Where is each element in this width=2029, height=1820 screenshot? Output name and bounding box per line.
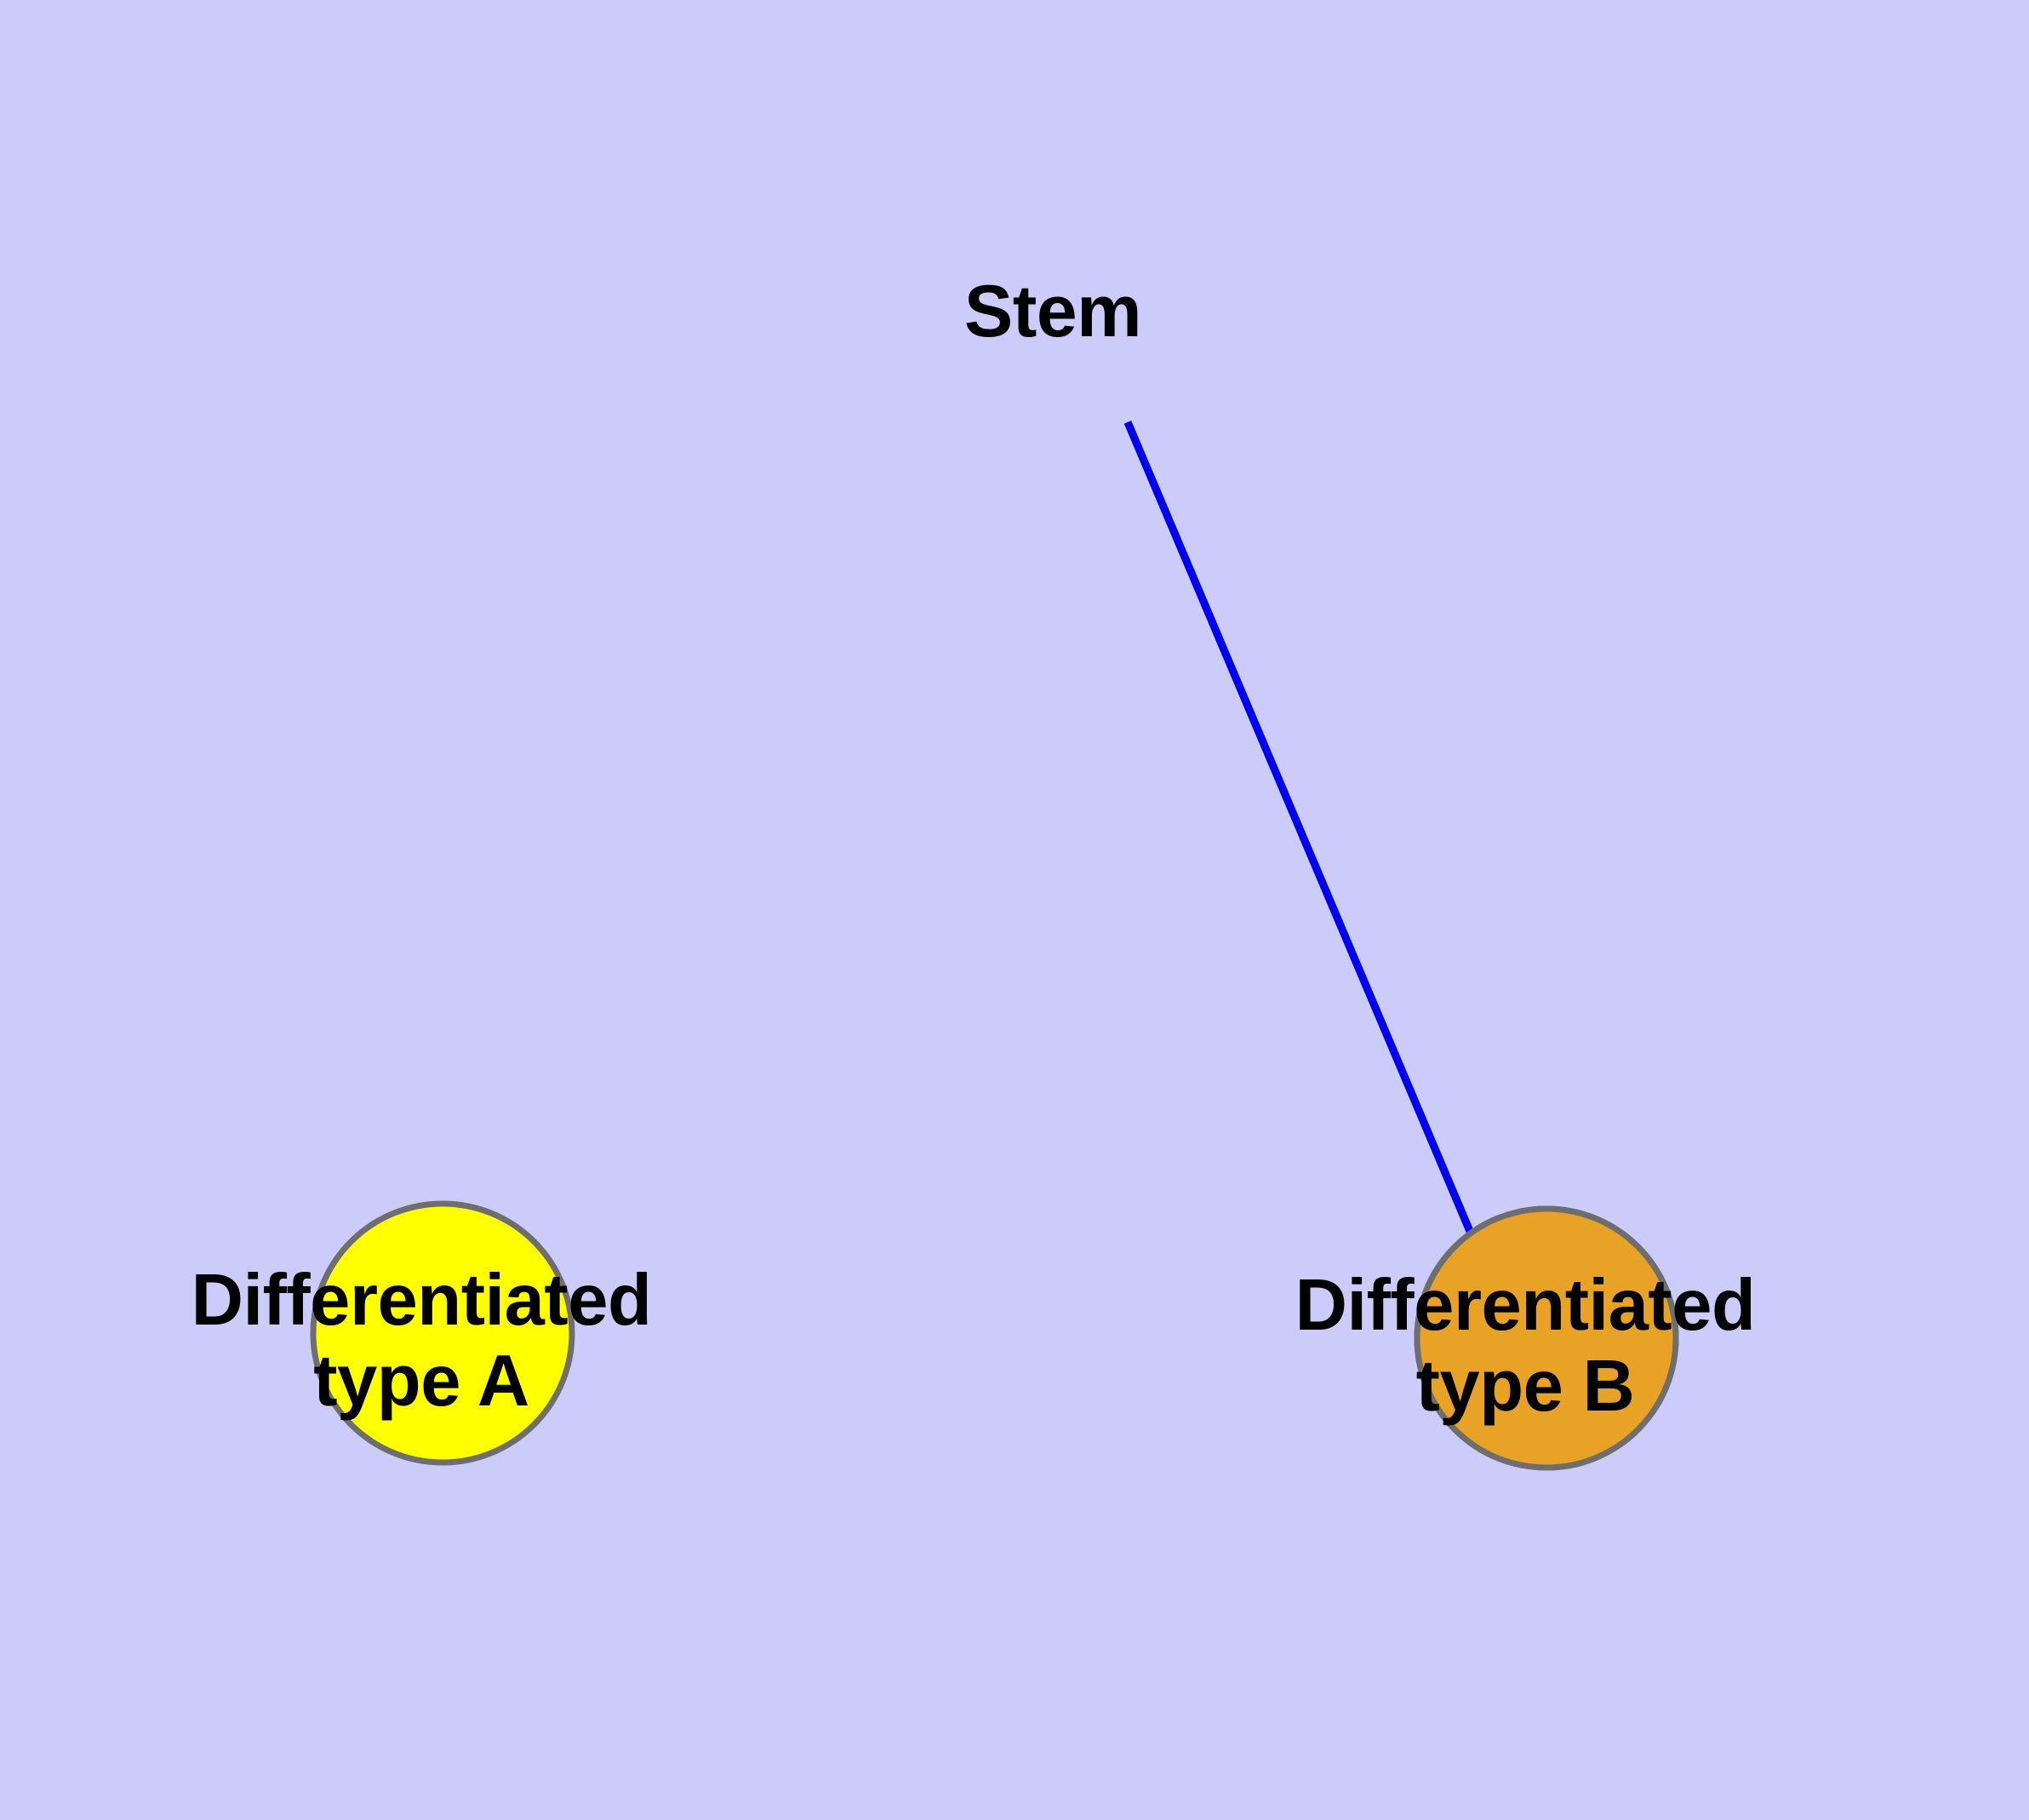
node-differentiated-type-b[interactable]: [1414, 1205, 1679, 1471]
edge-stem-to-differentiated-type-b[interactable]: [1123, 421, 1476, 1237]
edge-layer: [1123, 421, 1476, 1237]
node-stem[interactable]: [310, 1200, 575, 1466]
node-layer: [310, 1200, 1679, 1471]
